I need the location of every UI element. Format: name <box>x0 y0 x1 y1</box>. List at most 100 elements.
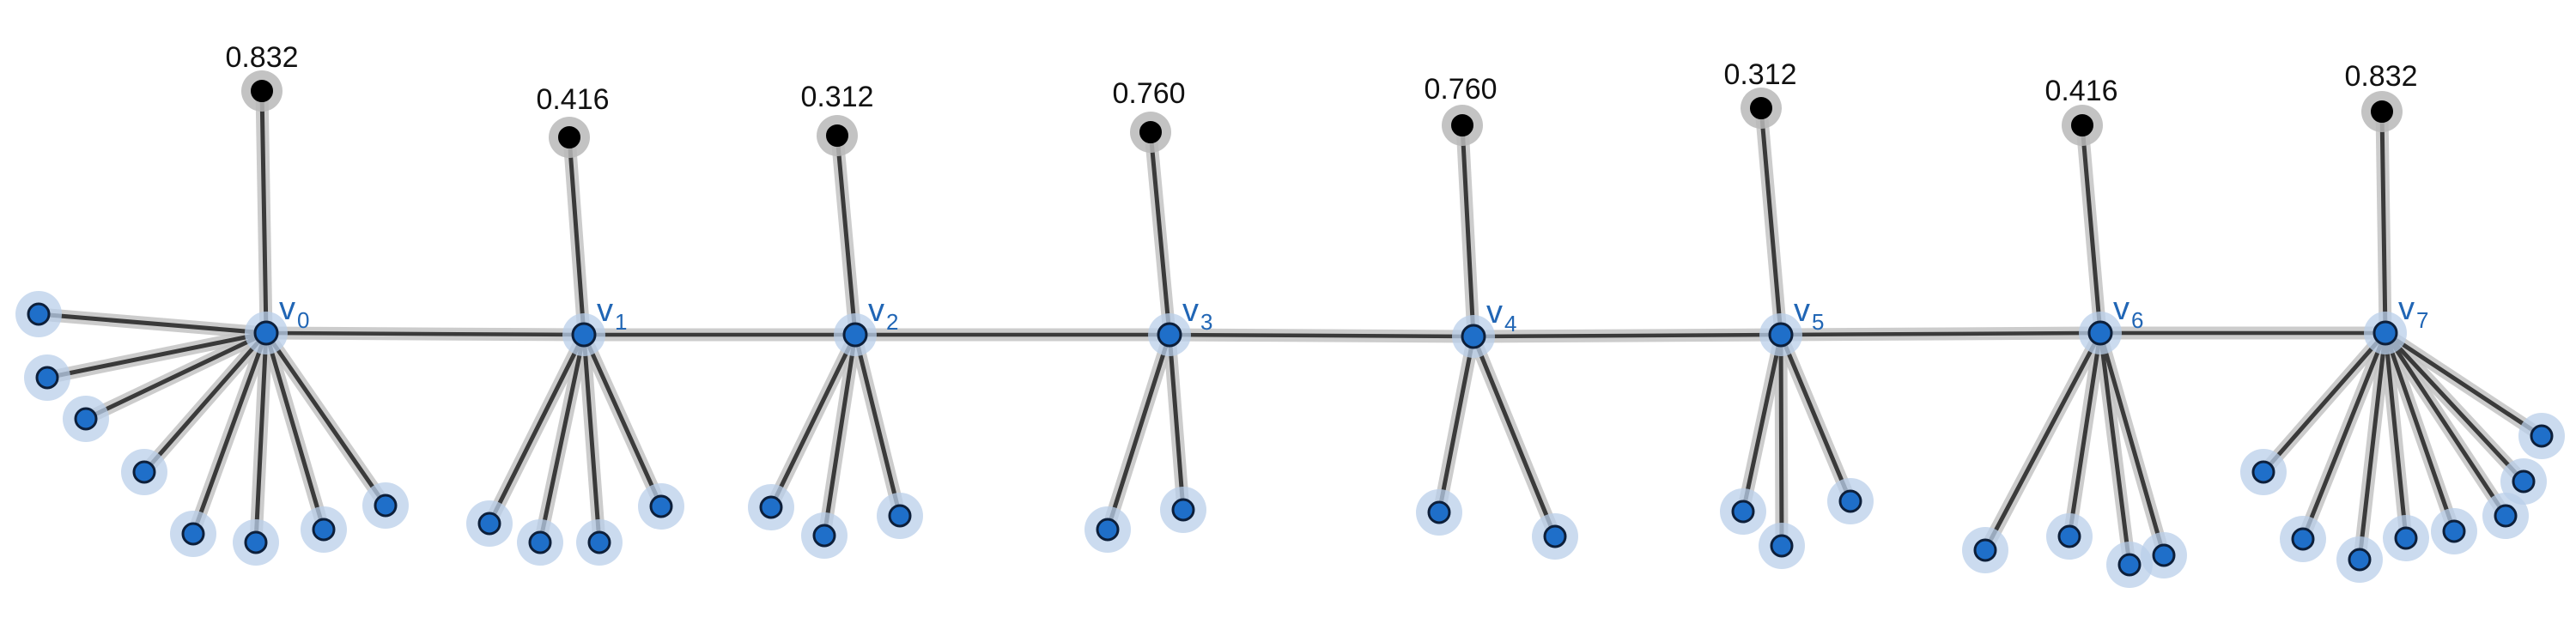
value-label-v4: 0.760 <box>1424 73 1497 106</box>
vertex-label-subscript: 0 <box>297 307 309 333</box>
leaf-node-v7-3 <box>2394 526 2418 550</box>
top-node-v1 <box>558 126 580 148</box>
top-edge-v0 <box>259 88 269 336</box>
leaf-edge-v0-3 <box>142 330 269 475</box>
leaf-edge-v7-7 <box>2383 330 2544 439</box>
leaf-node-v0-7 <box>374 494 398 518</box>
leaf-edge-v0-2 <box>83 330 269 421</box>
leaf-edge-v7-6 <box>2383 330 2526 484</box>
vertex-label-letter: v <box>279 291 295 327</box>
value-label-v2: 0.312 <box>800 81 873 113</box>
spine-node-v5 <box>1768 322 1794 348</box>
leaf-edge-v7-4 <box>2383 330 2457 534</box>
leaf-node-v7-5 <box>2494 504 2518 528</box>
leaf-node-v5-1 <box>1770 534 1794 558</box>
spine-node-v4 <box>1461 324 1486 349</box>
leaf-edge-v1-2 <box>581 332 602 545</box>
spine-node-v7 <box>2372 320 2398 346</box>
leaf-edge-v1-1 <box>538 332 586 545</box>
top-node-v0 <box>251 80 273 102</box>
leaf-edge-v6-1 <box>2067 330 2103 539</box>
leaf-node-v4-1 <box>1543 524 1567 548</box>
top-edge-v4 <box>1460 123 1476 339</box>
vertex-label-letter: v <box>1182 293 1199 329</box>
vertex-label-subscript: 2 <box>886 309 898 335</box>
leaf-node-v2-2 <box>888 504 912 528</box>
leaf-edge-v7-1 <box>2300 330 2388 542</box>
spine-edge-3-4 <box>1167 332 1476 339</box>
leaf-edge-v4-0 <box>1437 334 1476 515</box>
leaf-edge-v1-0 <box>487 332 586 526</box>
leaf-node-v1-2 <box>587 530 611 554</box>
leaf-node-v1-3 <box>649 494 673 518</box>
vertex-label-subscript: 5 <box>1812 309 1824 335</box>
leaf-edge-v7-0 <box>2261 330 2388 475</box>
value-label-v6: 0.416 <box>2044 75 2117 107</box>
leaf-node-v7-0 <box>2251 460 2275 484</box>
leaf-node-v0-6 <box>312 518 336 542</box>
leaf-node-v0-5 <box>244 530 268 554</box>
leaf-edge-v5-1 <box>1778 332 1784 548</box>
leaf-edge-v5-0 <box>1741 332 1783 514</box>
leaf-node-v7-7 <box>2530 424 2554 448</box>
leaf-edge-v3-0 <box>1105 332 1172 532</box>
leaf-node-v5-2 <box>1838 489 1862 513</box>
leaf-edge-v2-0 <box>769 332 858 510</box>
spine-node-v1 <box>571 322 597 348</box>
leaf-node-v1-1 <box>528 530 552 554</box>
top-edge-v6 <box>2080 123 2103 336</box>
leaf-edge-v2-1 <box>822 332 858 538</box>
top-node-v4 <box>1451 114 1473 136</box>
node-layer <box>27 80 2554 577</box>
spine-edge-5-6 <box>1778 330 2103 337</box>
vertex-label-v7: v7 <box>2398 291 2428 333</box>
leaf-node-v6-3 <box>2152 543 2176 567</box>
leaf-edge-v6-3 <box>2098 330 2166 558</box>
spine-edge-4-5 <box>1471 332 1783 339</box>
leaf-edge-v0-7 <box>264 330 388 508</box>
vertex-label-letter: v <box>868 293 884 329</box>
vertex-label-letter: v <box>1486 294 1503 330</box>
leaf-edge-v4-1 <box>1471 334 1558 539</box>
leaf-edge-v7-2 <box>2357 330 2388 562</box>
leaf-node-v5-0 <box>1731 500 1755 524</box>
vertex-label-letter: v <box>2113 291 2129 327</box>
top-edge-v1 <box>567 135 586 337</box>
leaf-node-v7-6 <box>2512 469 2536 494</box>
vertex-label-subscript: 3 <box>1200 309 1212 335</box>
vertex-label-v5: v5 <box>1794 293 1824 335</box>
top-node-v6 <box>2071 114 2093 136</box>
top-node-v3 <box>1139 121 1162 143</box>
leaf-edge-v6-2 <box>2098 330 2132 567</box>
label-layer: 0.832v00.416v10.312v20.760v30.760v40.312… <box>225 41 2428 336</box>
vertex-label-v1: v1 <box>597 293 627 335</box>
top-node-v2 <box>826 124 848 147</box>
leaf-node-v1-0 <box>477 512 501 536</box>
leaf-node-v2-0 <box>759 495 783 519</box>
vertex-label-subscript: 7 <box>2416 307 2428 333</box>
top-edge-v2 <box>835 133 858 337</box>
vertex-label-subscript: 6 <box>2131 307 2143 333</box>
leaf-edge-v5-2 <box>1778 332 1853 504</box>
leaf-node-v7-1 <box>2291 527 2315 551</box>
spine-node-v6 <box>2087 320 2113 346</box>
vertex-label-v3: v3 <box>1182 293 1212 335</box>
leaf-edge-v6-0 <box>1983 330 2103 553</box>
vertex-label-letter: v <box>1794 293 1810 329</box>
leaf-node-v7-4 <box>2442 519 2466 543</box>
vertex-label-letter: v <box>597 293 613 329</box>
spine-node-v3 <box>1157 322 1182 348</box>
leaf-edge-v0-0 <box>36 312 269 336</box>
leaf-node-v2-1 <box>812 524 836 548</box>
leaf-edge-v0-5 <box>253 330 269 545</box>
spine-node-v2 <box>842 322 868 348</box>
leaf-edge-v0-6 <box>264 330 326 532</box>
leaf-edge-v0-1 <box>45 330 269 380</box>
leaf-edge-v2-2 <box>853 332 902 518</box>
vertex-label-v6: v6 <box>2113 291 2143 333</box>
leaf-node-v0-4 <box>181 522 205 546</box>
leaf-node-v7-2 <box>2348 548 2372 572</box>
vertex-label-letter: v <box>2398 291 2415 327</box>
edge-layer <box>36 88 2544 567</box>
